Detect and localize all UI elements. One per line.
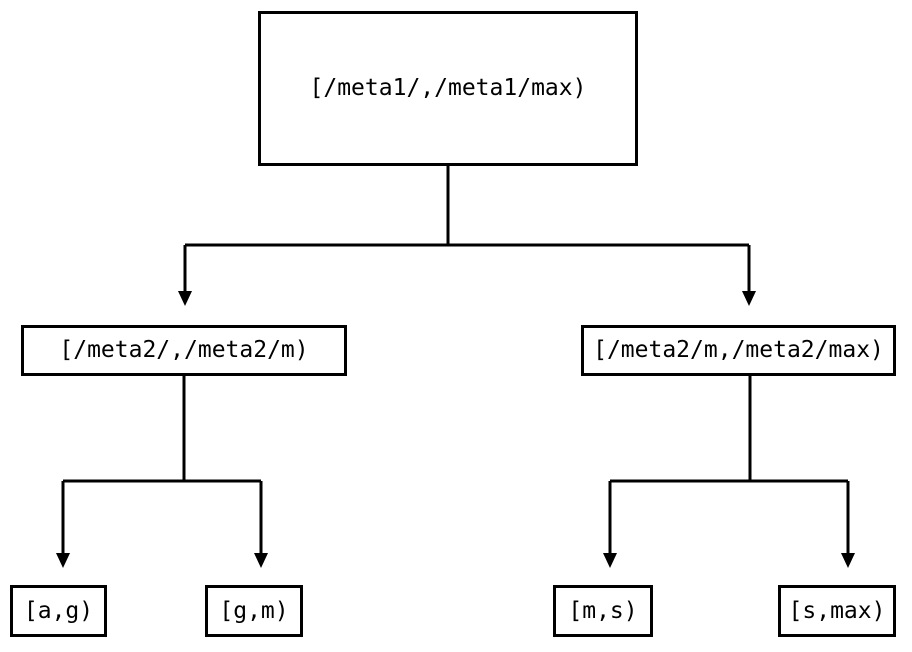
- node-mid-left-label: [/meta2/,/meta2/m): [59, 337, 309, 363]
- node-leaf-g-m[interactable]: [g,m): [205, 585, 303, 637]
- node-root[interactable]: [/meta1/,/meta1/max): [258, 11, 638, 166]
- node-mid-right-label: [/meta2/m,/meta2/max): [593, 337, 884, 363]
- node-leaf-m-s-label: [m,s): [568, 597, 638, 624]
- arrowhead-icon: [841, 553, 855, 568]
- node-mid-left[interactable]: [/meta2/,/meta2/m): [21, 325, 347, 376]
- arrowhead-icon: [254, 553, 268, 568]
- edge-midleft-to-leaves: [56, 376, 268, 568]
- arrowhead-icon: [56, 553, 70, 568]
- node-leaf-m-s[interactable]: [m,s): [553, 585, 653, 637]
- arrowhead-icon: [178, 291, 192, 306]
- node-leaf-a-g[interactable]: [a,g): [10, 585, 107, 637]
- node-root-label: [/meta1/,/meta1/max): [309, 75, 587, 101]
- edge-root-to-mid: [178, 166, 756, 306]
- node-leaf-s-max-label: [s,max): [788, 597, 886, 624]
- node-leaf-a-g-label: [a,g): [23, 597, 94, 624]
- edge-midright-to-leaves: [603, 376, 855, 568]
- arrowhead-icon: [603, 553, 617, 568]
- node-leaf-s-max[interactable]: [s,max): [778, 585, 896, 637]
- node-leaf-g-m-label: [g,m): [219, 597, 289, 624]
- node-mid-right[interactable]: [/meta2/m,/meta2/max): [581, 325, 896, 376]
- arrowhead-icon: [742, 291, 756, 306]
